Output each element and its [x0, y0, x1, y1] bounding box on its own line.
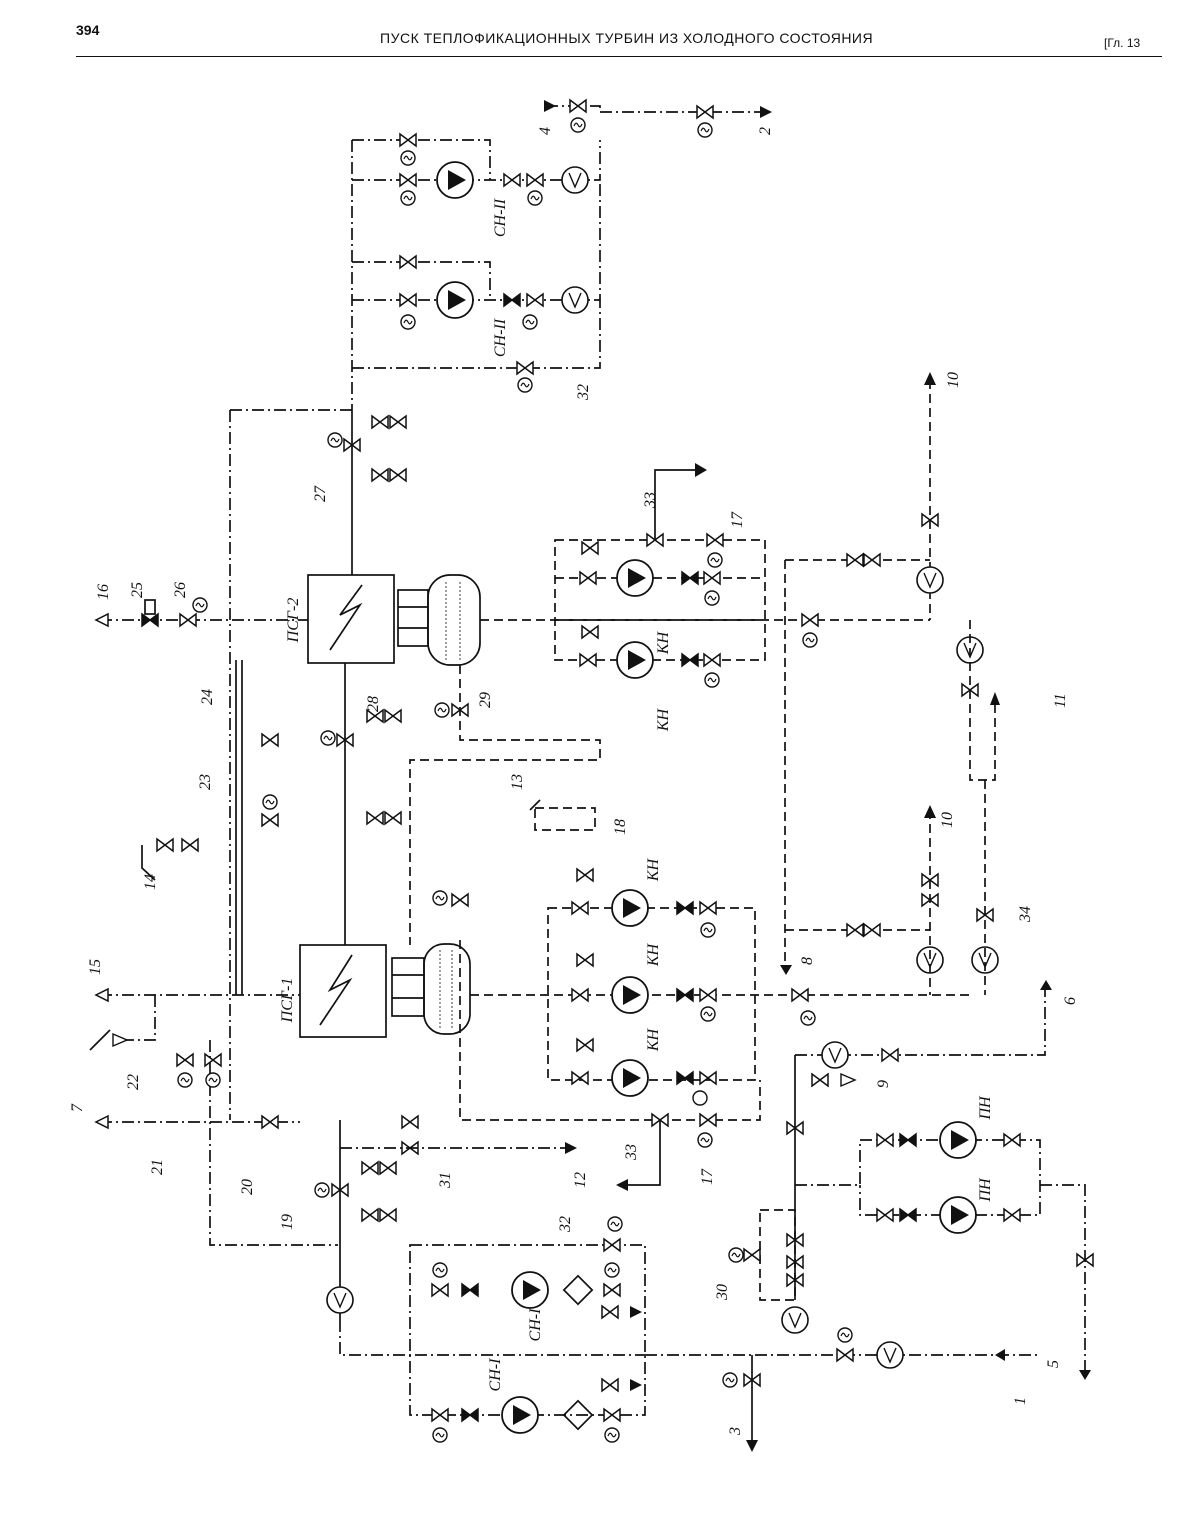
- callout-12: 12: [572, 1172, 589, 1188]
- sn1-block: СН-I СН-I: [327, 1217, 1040, 1452]
- pn-pump-b: [940, 1197, 976, 1233]
- kn-pump-psg2-b: [617, 642, 653, 678]
- kn-block-psg2: КН КН: [555, 463, 765, 732]
- psg1-label: ПСГ-1: [279, 978, 296, 1024]
- callout-27: 27: [312, 485, 329, 502]
- callout-25: 25: [129, 582, 146, 598]
- pn-label-b: ПН: [977, 1177, 994, 1203]
- callout-34: 34: [1017, 906, 1034, 923]
- sn1-pump-a: [512, 1272, 548, 1308]
- callout-22: 22: [125, 1074, 142, 1090]
- callout-10a: 10: [945, 372, 962, 388]
- sn1-label-a: СН-I: [527, 1308, 544, 1342]
- callout-5: 5: [1045, 1360, 1062, 1368]
- psg2-heater: ПСГ-2: [285, 575, 480, 665]
- callout-labels: 1 2 3 4 5 6 7 8 9 10 10 11 12 13 14 15 1…: [69, 127, 1079, 1436]
- callout-32b: 32: [557, 1216, 574, 1233]
- pn-label-a: ПН: [977, 1095, 994, 1121]
- callout-29: 29: [477, 692, 494, 708]
- callout-10b: 10: [939, 812, 956, 828]
- callout-19: 19: [279, 1214, 296, 1230]
- pn-pump-a: [940, 1122, 976, 1158]
- kn-label-psg1-c: КН: [645, 1027, 662, 1052]
- callout-6: 6: [1062, 997, 1079, 1005]
- kn-pump-psg1-c: [612, 1060, 648, 1096]
- psg1-heater: ПСГ-1: [279, 944, 470, 1037]
- sn2-pump-b: [437, 282, 473, 318]
- callout-23: 23: [197, 774, 214, 790]
- kn-label-psg1-b: КН: [645, 942, 662, 967]
- callout-9: 9: [875, 1080, 892, 1088]
- callout-32a: 32: [575, 384, 592, 401]
- callout-14: 14: [142, 874, 159, 890]
- callout-16: 16: [95, 584, 112, 600]
- callout-11: 11: [1052, 693, 1069, 708]
- sn1-bottom-link: [340, 1320, 645, 1355]
- callout-15: 15: [87, 959, 104, 975]
- callout-1: 1: [1012, 1397, 1029, 1405]
- callout-17b: 17: [699, 1168, 716, 1185]
- callout-7: 7: [69, 1103, 86, 1112]
- kn-pump-psg2-a: [617, 560, 653, 596]
- kn-pump-psg1-a: [612, 890, 648, 926]
- callout-13: 13: [509, 774, 526, 790]
- sn2-block: СН-II СН-II: [352, 100, 772, 392]
- callout-2: 2: [757, 127, 774, 135]
- callout-28: 28: [365, 696, 382, 712]
- callout-31: 31: [437, 1172, 454, 1189]
- callout-24: 24: [199, 689, 216, 705]
- callout-8: 8: [799, 957, 816, 965]
- callout-20: 20: [239, 1179, 256, 1195]
- callout-30: 30: [714, 1284, 731, 1301]
- callout-18: 18: [612, 819, 629, 835]
- callout-33a: 33: [642, 492, 659, 509]
- callout-17a: 17: [729, 511, 746, 528]
- kn-pump-psg1-b: [612, 977, 648, 1013]
- callout-33b: 33: [623, 1144, 640, 1161]
- kn-label-psg2-b: КН: [655, 707, 672, 732]
- kn-label-psg2-a: КН: [655, 630, 672, 655]
- sn2-label-b: СН-II: [492, 318, 509, 357]
- kn-label-psg1-a: КН: [645, 857, 662, 882]
- pn-block: ПН ПН: [729, 980, 1093, 1380]
- sn2-pump-a: [437, 162, 473, 198]
- condensate-right: [780, 372, 1000, 1025]
- callout-4: 4: [537, 127, 554, 135]
- kn-block-psg1: КН КН КН: [548, 857, 755, 1105]
- callout-26: 26: [172, 582, 189, 598]
- sn2-label-a: СН-II: [492, 198, 509, 237]
- sn1-pump-b: [502, 1397, 538, 1433]
- callout-3: 3: [727, 1427, 744, 1436]
- sn1-label-b: СН-I: [487, 1358, 504, 1392]
- callout-21: 21: [149, 1159, 166, 1175]
